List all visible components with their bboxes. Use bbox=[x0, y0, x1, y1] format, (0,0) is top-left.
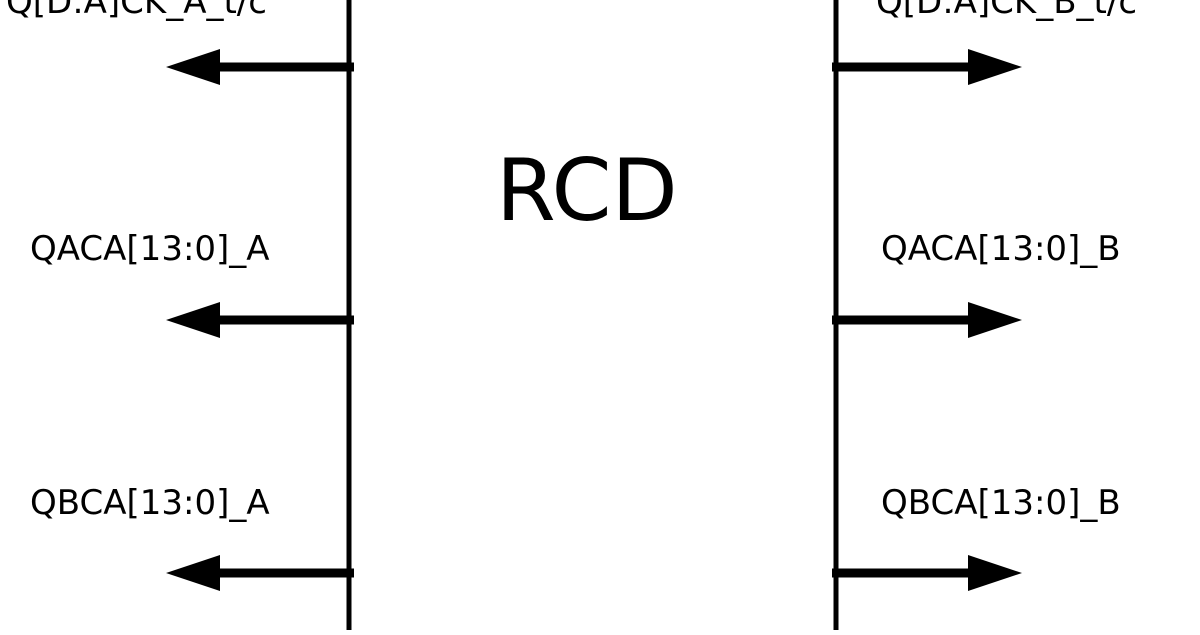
signal-label-left-clock: Q[D:A]CK_A_t/c bbox=[6, 0, 267, 22]
signal-label-left-qbca: QBCA[13:0]_A bbox=[30, 483, 270, 523]
arrow-right-2 bbox=[832, 555, 1022, 591]
signal-label-right-clock: Q[D:A]CK_B_t/c bbox=[876, 0, 1138, 22]
signal-label-left-qaca: QACA[13:0]_A bbox=[30, 229, 270, 269]
block-title: RCD bbox=[496, 141, 678, 241]
arrow-left-0 bbox=[166, 49, 354, 85]
signal-label-right-qbca: QBCA[13:0]_B bbox=[881, 483, 1121, 523]
arrow-left-2 bbox=[166, 555, 354, 591]
signal-label-right-qaca: QACA[13:0]_B bbox=[881, 229, 1121, 269]
arrow-left-1 bbox=[166, 302, 354, 338]
arrow-right-1 bbox=[832, 302, 1022, 338]
arrow-right-0 bbox=[832, 49, 1022, 85]
